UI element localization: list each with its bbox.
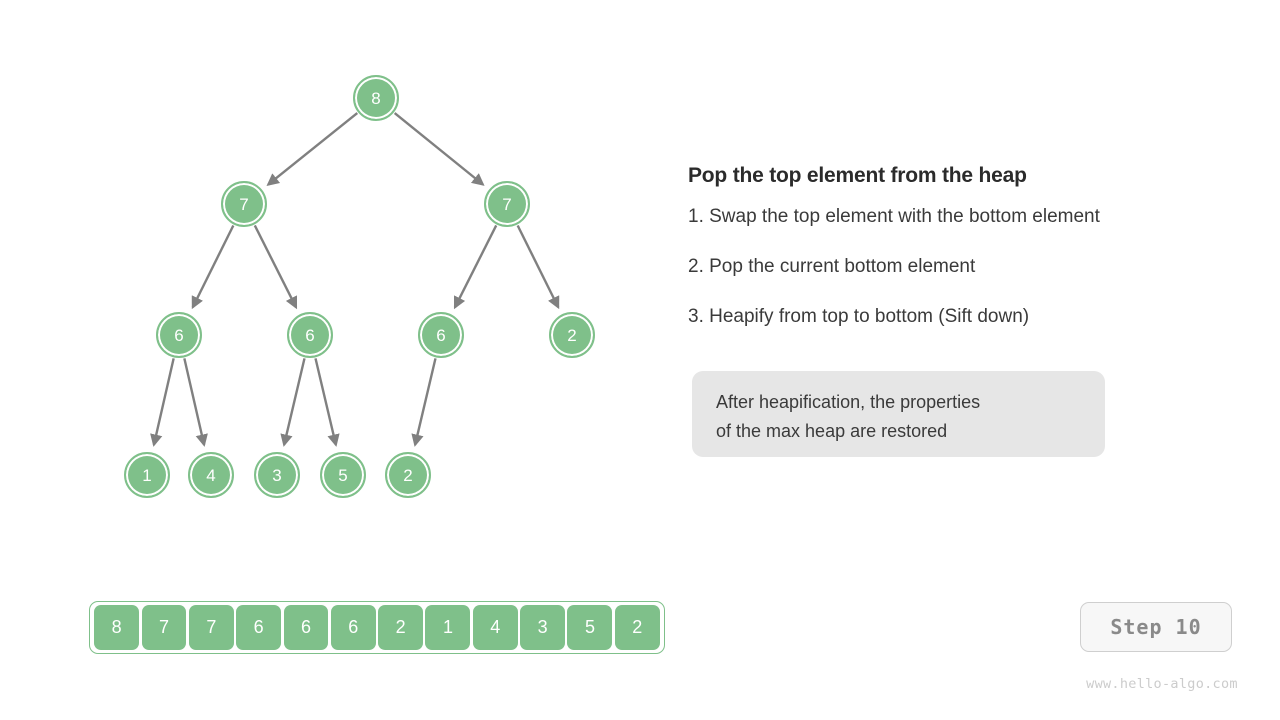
tree-edge (314, 358, 340, 447)
tree-node: 8 (353, 75, 399, 121)
step-badge: Step 10 (1080, 602, 1232, 652)
instruction-step-1: 1. Swap the top element with the bottom … (688, 206, 1100, 227)
array-cell: 7 (141, 605, 187, 650)
tree-node: 7 (221, 181, 267, 227)
array-cell: 6 (283, 605, 329, 650)
page-title: Pop the top element from the heap (688, 164, 1027, 187)
tree-edge (411, 358, 437, 447)
callout-box: After heapification, the properties of t… (692, 371, 1105, 457)
array-cell: 3 (520, 605, 566, 650)
info-panel: Pop the top element from the heap 1. Swa… (688, 164, 1248, 356)
tree-node: 6 (156, 312, 202, 358)
tree-edges-group (150, 112, 560, 447)
tree-edge (453, 224, 498, 310)
array-cell: 6 (236, 605, 282, 650)
tree-edge (183, 358, 208, 447)
tree-node: 2 (549, 312, 595, 358)
array-cell: 8 (94, 605, 140, 650)
tree-edge (280, 358, 306, 447)
tree-edge (393, 112, 485, 186)
tree-edge (191, 224, 235, 310)
array-cell: 2 (378, 605, 424, 650)
tree-node: 4 (188, 452, 234, 498)
tree-node: 3 (254, 452, 300, 498)
callout-line-1: After heapification, the properties (716, 392, 981, 412)
tree-node: 1 (124, 452, 170, 498)
tree-edge (516, 224, 560, 310)
array-cell: 2 (614, 605, 660, 650)
tree-edge (266, 112, 359, 186)
tree-edge (150, 358, 175, 447)
instruction-step-3: 3. Heapify from top to bottom (Sift down… (688, 306, 1030, 327)
array-cell: 1 (425, 605, 471, 650)
array-cell: 5 (567, 605, 613, 650)
instruction-step-2: 2. Pop the current bottom element (688, 256, 976, 277)
tree-node: 6 (287, 312, 333, 358)
tree-node: 7 (484, 181, 530, 227)
callout-line-2: of the max heap are restored (716, 421, 948, 441)
tree-node: 6 (418, 312, 464, 358)
tree-node: 5 (320, 452, 366, 498)
array-cell: 6 (330, 605, 376, 650)
tree-edge (253, 224, 298, 310)
tree-node: 2 (385, 452, 431, 498)
tree-edges-layer (150, 112, 560, 447)
watermark: www.hello-algo.com (1086, 676, 1238, 692)
array-cell: 7 (188, 605, 234, 650)
array-cell: 4 (472, 605, 518, 650)
